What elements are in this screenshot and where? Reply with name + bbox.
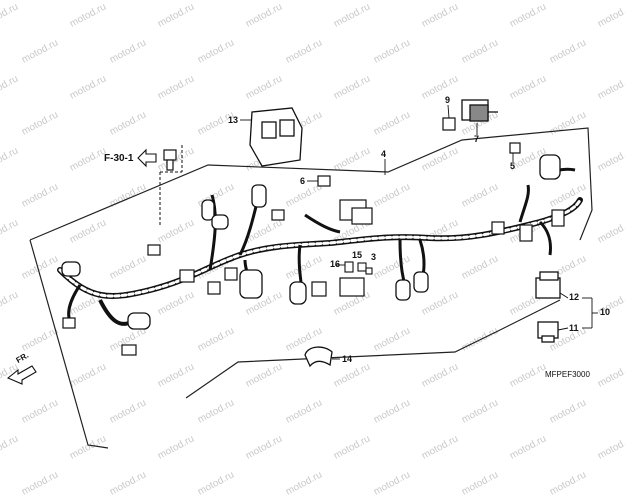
watermark-text: motod.ru — [372, 469, 413, 498]
callout-9: 9 — [445, 95, 451, 105]
branch-right — [398, 239, 407, 286]
watermark-text: motod.ru — [284, 469, 325, 498]
diagram-frame-bottom — [185, 299, 561, 399]
ref-label: F-30-1 — [104, 153, 134, 164]
ref-arrow-icon — [137, 148, 157, 168]
diagram-frame — [29, 127, 593, 241]
callout-3: 3 — [371, 252, 377, 262]
callout-15: 15 — [352, 250, 363, 260]
callout-4: 4 — [381, 149, 387, 159]
part-14-clamp — [304, 346, 333, 368]
part-5-connector — [509, 142, 521, 154]
callout-11: 11 — [569, 323, 579, 333]
callout-6: 6 — [300, 176, 306, 186]
part-9-clip — [442, 117, 456, 131]
callout-5: 5 — [510, 161, 516, 171]
callout-16: 16 — [330, 259, 341, 269]
part-15 — [357, 262, 367, 272]
part-7-block — [461, 99, 498, 122]
watermark-text: motod.ru — [108, 469, 149, 498]
connector-part — [62, 199, 565, 356]
coil-part — [61, 154, 561, 330]
diagram-code: MFPEF3000 — [545, 370, 590, 379]
part-3 — [365, 267, 373, 275]
callout-13: 13 — [228, 115, 239, 125]
watermark-text: motod.ru — [20, 469, 61, 498]
watermark-text: motod.ru — [196, 469, 237, 498]
fastener-part — [163, 149, 177, 171]
harness-drawing — [6, 99, 598, 449]
part-16 — [344, 261, 354, 273]
front-arrow-icon — [6, 365, 37, 385]
callout-7: 7 — [474, 134, 480, 144]
watermark-text: motod.ru — [548, 469, 589, 498]
branch-sensor — [304, 213, 341, 234]
part-12-relay — [535, 271, 561, 299]
leader-lines — [240, 104, 598, 360]
diagram-frame-lower — [29, 239, 109, 449]
callout-10: 10 — [600, 307, 611, 317]
part-11-relay — [537, 321, 559, 343]
branch-far-right-2 — [538, 220, 552, 256]
callout-12: 12 — [569, 292, 580, 302]
branch-far-right — [518, 184, 530, 223]
part-6-connector — [317, 175, 331, 187]
callout-14: 14 — [342, 354, 353, 364]
part-13-module — [249, 107, 303, 167]
watermark-text: motod.ru — [460, 469, 501, 498]
